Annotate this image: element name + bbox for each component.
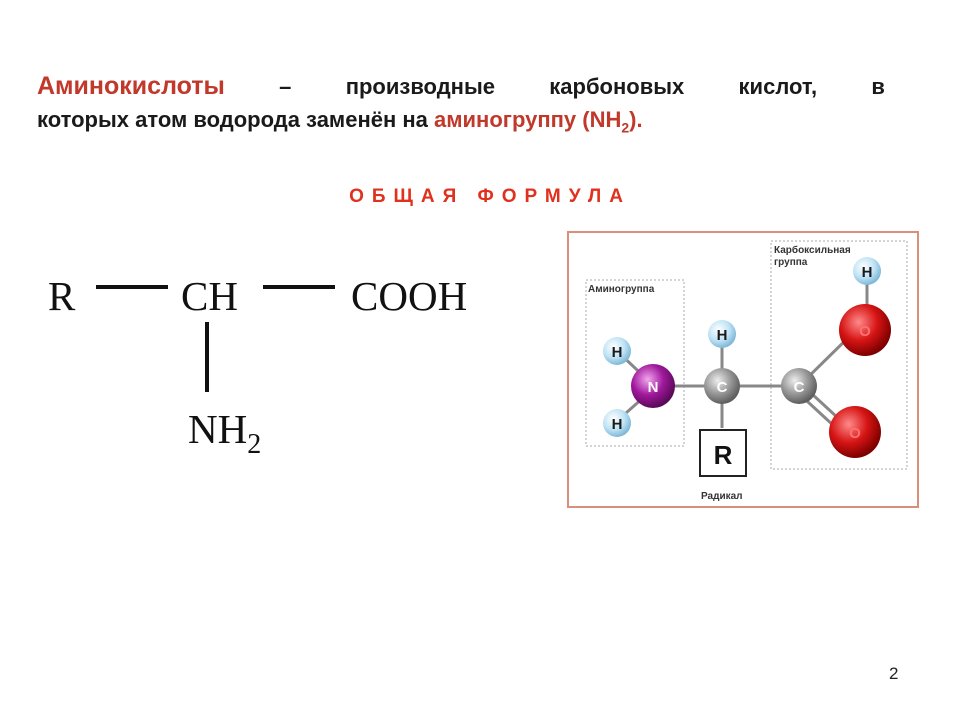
- atom-h-carboxyl-label: H: [862, 264, 873, 281]
- amino-group-box: [585, 279, 685, 447]
- formula-nh2-subscript: 2: [247, 429, 262, 460]
- formula-bond-r-ch: [96, 285, 168, 289]
- atom-n-label: N: [648, 379, 659, 396]
- definition-line-2-text: которых атом водорода заменён на: [37, 107, 428, 132]
- definition-text: Аминокислоты – производные карбоновых ки…: [37, 70, 885, 144]
- atom-n: N: [631, 364, 675, 408]
- amino-group-closing: ).: [629, 107, 643, 132]
- atom-c-carboxyl-label: C: [794, 379, 805, 396]
- carboxyl-group-label-2: группа: [774, 257, 808, 268]
- bonds: [615, 273, 869, 440]
- atom-c-carboxyl: C: [781, 368, 817, 404]
- definition-term: Аминокислоты: [37, 72, 225, 100]
- definition-word-1: производные: [345, 74, 495, 99]
- atom-o-hydroxyl: O: [839, 304, 891, 356]
- definition-word-4: в: [871, 74, 885, 99]
- atom-c-alpha-label: C: [717, 379, 728, 396]
- formula-bond-ch-nh2: [205, 322, 209, 392]
- definition-dash: –: [279, 74, 292, 99]
- definition-line-1: Аминокислоты – производные карбоновых ки…: [37, 70, 885, 103]
- formula-nh2: NH2: [188, 405, 261, 461]
- definition-word-2: карбоновых: [549, 74, 685, 99]
- atom-h-amino-bottom-label: H: [612, 416, 623, 433]
- amino-group-text: аминогруппу (NH: [434, 107, 622, 132]
- atom-h-amino-bottom: H: [603, 409, 631, 437]
- general-formula-heading: ОБЩАЯ ФОРМУЛА: [349, 186, 631, 207]
- molecule-model-panel: Аминогруппа Карбоксильная группа Радикал…: [567, 231, 919, 508]
- definition-line-2: которых атом водорода заменён на аминогр…: [37, 103, 885, 144]
- carboxyl-group-box: [770, 240, 908, 470]
- radical-symbol: R: [714, 440, 733, 470]
- atom-o-hydroxyl-label: O: [859, 323, 871, 340]
- atom-o-carbonyl: O: [829, 406, 881, 458]
- formula-cooh: COOH: [351, 273, 468, 319]
- formula-ch: CH: [181, 273, 238, 319]
- formula-bond-ch-cooh: [263, 285, 335, 289]
- page-number: 2: [889, 664, 899, 683]
- atom-c-alpha: C: [704, 368, 740, 404]
- amino-group-subscript: 2: [621, 119, 630, 136]
- atom-h-amino-top-label: H: [612, 344, 623, 361]
- atom-h-amino-top: H: [603, 337, 631, 365]
- carboxyl-group-label-1: Карбоксильная: [774, 244, 851, 256]
- formula-nh-text: NH: [188, 406, 248, 452]
- formula-r: R: [48, 273, 76, 319]
- molecule-model-svg: Аминогруппа Карбоксильная группа Радикал…: [585, 240, 908, 502]
- atom-h-carboxyl: H: [853, 257, 881, 285]
- radical-box: [699, 429, 747, 477]
- definition-word-3: кислот,: [738, 74, 818, 99]
- amino-group-label: Аминогруппа: [588, 284, 655, 295]
- atom-h-alpha: H: [708, 320, 736, 348]
- amino-group-term: аминогруппу (NH2).: [434, 107, 643, 136]
- radical-label: Радикал: [701, 491, 743, 502]
- atom-h-alpha-label: H: [717, 327, 728, 344]
- atom-o-carbonyl-label: O: [849, 425, 861, 442]
